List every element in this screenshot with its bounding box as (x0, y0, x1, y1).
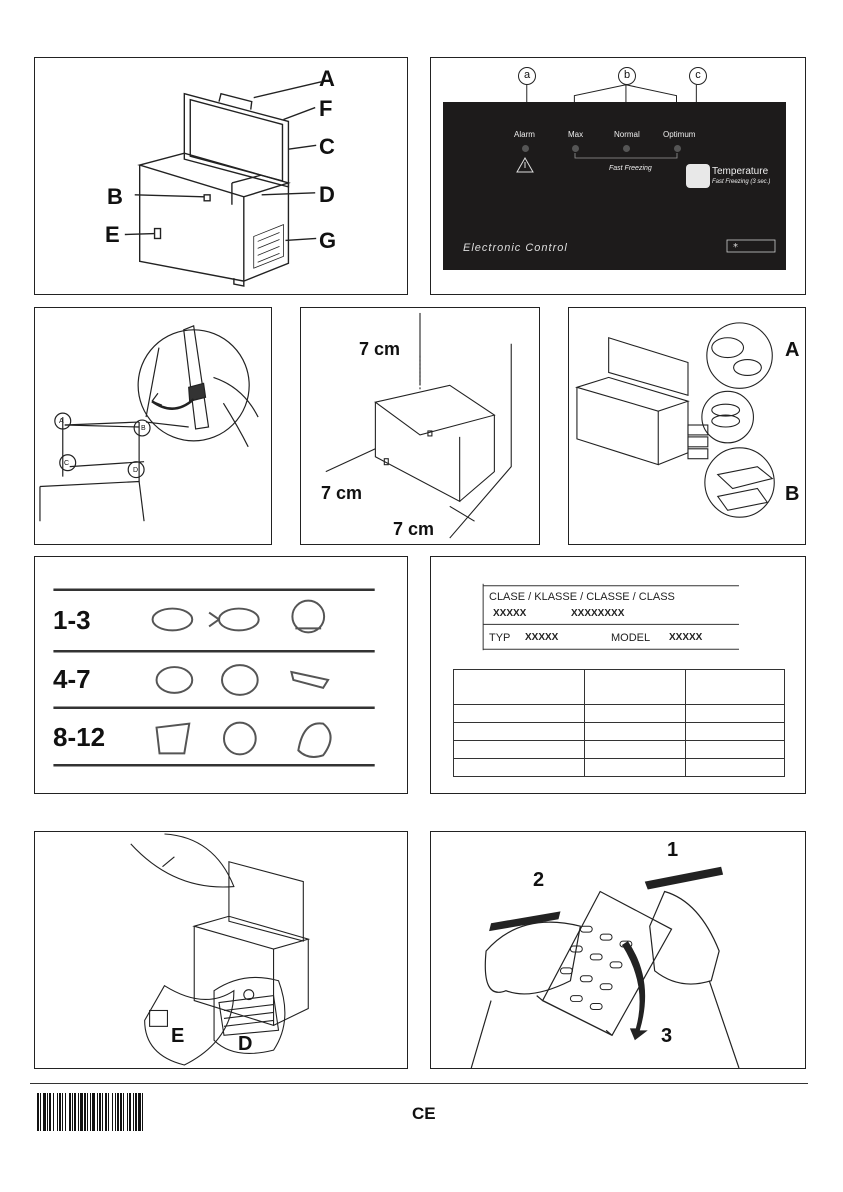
step-1: 1 (667, 840, 678, 860)
label-A: A (319, 68, 335, 90)
label-F: F (319, 98, 332, 120)
storage-months-panel: 1-3 4-7 8-12 (34, 556, 408, 794)
control-display: Alarm Max Normal Optimum * Fast Freezing… (443, 102, 786, 270)
barcode (37, 1093, 252, 1131)
typ-label: TYP (489, 632, 510, 644)
temperature-sub-label: Fast Freezing (3 sec.) (712, 179, 770, 185)
range-1-3: 1-3 (53, 607, 91, 633)
class-value-2: XXXXXXXX (571, 608, 624, 619)
grille-panel: 1 2 3 (430, 831, 806, 1069)
footer-divider (30, 1083, 808, 1084)
storage-label-B: B (785, 484, 799, 504)
drain-panel: E D (34, 831, 408, 1069)
class-value-1: XXXXX (493, 608, 526, 619)
table-row (454, 741, 785, 759)
food-storage-illustration (569, 308, 805, 544)
label-G: G (319, 230, 336, 252)
freezer-parts-panel: A F C D B E G (34, 57, 408, 295)
electronic-control-title: Electronic Control (463, 242, 568, 254)
clearance-back: 7 cm (393, 520, 434, 538)
hinge-label-D: D (133, 467, 138, 474)
hinge-label-B: B (141, 425, 146, 432)
class-header: CLASE / KLASSE / CLASSE / CLASS (489, 591, 675, 603)
grille-illustration (431, 832, 805, 1068)
label-C: C (319, 136, 335, 158)
food-storage-panel: A B (568, 307, 806, 545)
hinge-label-A: A (59, 418, 64, 425)
fast-freezing-label: Fast Freezing (609, 165, 652, 172)
hinge-illustration (35, 308, 271, 544)
drain-illustration (35, 832, 407, 1068)
rating-plate-panel: CLASE / KLASSE / CLASSE / CLASS XXXXX XX… (430, 556, 806, 794)
table-row (454, 670, 785, 705)
electronic-control-panel: a b c Alarm Max Normal Optimum * Fast Fr… (430, 57, 806, 295)
svg-text:*: * (733, 242, 738, 253)
label-E: E (105, 224, 120, 246)
clearance-panel: 7 cm 7 cm 7 cm (300, 307, 540, 545)
step-2: 2 (533, 870, 544, 890)
storage-label-A: A (785, 340, 799, 360)
storage-months-illustration (35, 557, 407, 793)
temperature-button (686, 164, 710, 188)
freezer-illustration (35, 58, 407, 294)
temperature-label: Temperature (712, 167, 768, 177)
ce-mark: CE (412, 1104, 436, 1124)
clearance-illustration (301, 308, 539, 544)
typ-value: XXXXX (525, 632, 558, 643)
drain-label-E: E (171, 1026, 184, 1046)
range-4-7: 4-7 (53, 666, 91, 692)
clearance-top: 7 cm (359, 340, 400, 358)
step-3: 3 (661, 1026, 672, 1046)
table-row (454, 705, 785, 723)
label-D: D (319, 184, 335, 206)
model-value: XXXXX (669, 632, 702, 643)
range-8-12: 8-12 (53, 724, 105, 750)
drain-label-D: D (238, 1034, 252, 1054)
hinge-label-C: C (64, 460, 69, 467)
model-label: MODEL (611, 632, 650, 644)
label-B: B (107, 186, 123, 208)
table-row (454, 723, 785, 741)
blank-data-table (453, 669, 785, 777)
table-row (454, 759, 785, 777)
hinge-panel: A B C D (34, 307, 272, 545)
clearance-left: 7 cm (321, 484, 362, 502)
